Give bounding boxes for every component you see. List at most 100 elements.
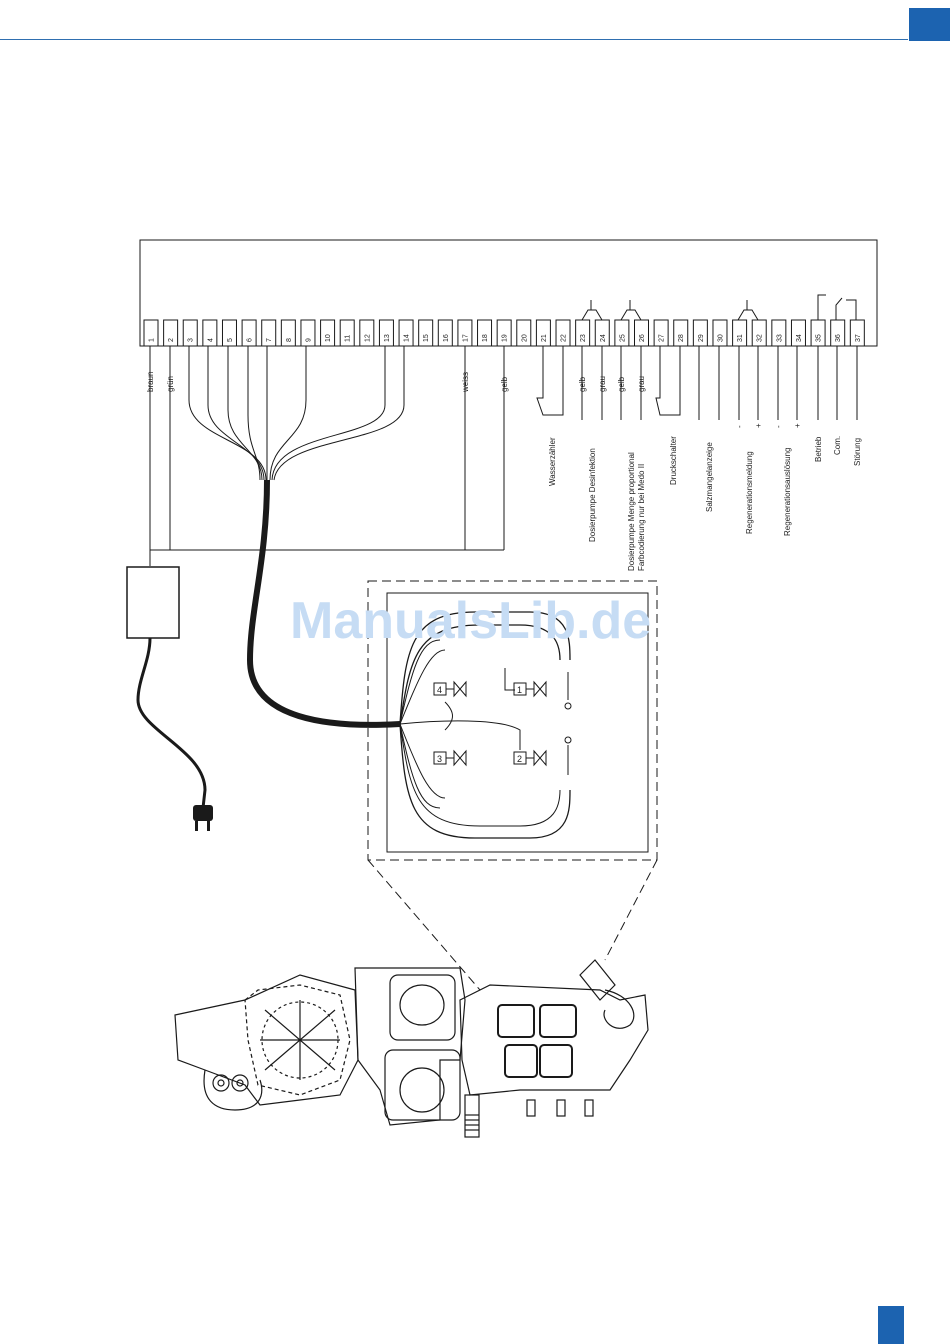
label-betrieb: Betrieb [814, 436, 823, 462]
label-salzmangelanzeige: Salzmangelanzeige [705, 442, 714, 512]
wire-label-weiss: weiss [461, 372, 470, 393]
terminal-box-11 [339, 319, 355, 347]
terminal-number-27: 27 [659, 334, 666, 342]
terminal-number-14: 14 [404, 334, 411, 342]
terminal-box-9 [300, 319, 316, 347]
relay-symbol-35-37 [817, 294, 857, 320]
terminal-number-21: 21 [541, 334, 548, 342]
valve-number-3: 3 [437, 754, 442, 764]
terminal-number-29: 29 [698, 334, 705, 342]
terminal-box-34 [790, 319, 806, 347]
polarity-32: + [754, 423, 763, 428]
control-valve-device [174, 959, 649, 1138]
terminal-box-20 [516, 319, 532, 347]
label-regenerationsmeldung: Regenerationsmeldung [745, 451, 754, 534]
polarity-marks: - + - + [735, 423, 802, 428]
terminal-number-31: 31 [737, 334, 744, 342]
terminal-box-18 [477, 319, 493, 347]
terminal-number-35: 35 [816, 334, 823, 342]
relay-symbol-31-32 [737, 300, 759, 321]
label-farbcodierung: Farbcodierung nur bei Medo II [637, 464, 646, 571]
terminal-number-33: 33 [776, 334, 783, 342]
valve-1 [513, 680, 547, 698]
label-dosierpumpe-desinfektion: Dosierpumpe Desinfektion [588, 448, 597, 542]
polarity-31: - [735, 425, 744, 428]
terminal-box-15 [418, 319, 434, 347]
terminal-number-19: 19 [502, 334, 509, 342]
terminal-number-3: 3 [188, 338, 195, 342]
valve-detail-panel [386, 592, 649, 853]
terminal-box-5 [221, 319, 237, 347]
terminal-number-16: 16 [443, 334, 450, 342]
terminal-box-27 [653, 319, 669, 347]
terminal-number-34: 34 [796, 334, 803, 342]
label-com: Com. [833, 436, 842, 455]
terminal-number-20: 20 [521, 334, 528, 342]
terminal-box-8 [280, 319, 296, 347]
terminal-box-13 [378, 319, 394, 347]
terminal-number-18: 18 [482, 334, 489, 342]
terminal-strip [143, 319, 865, 347]
terminal-number-12: 12 [364, 334, 371, 342]
terminal-box-36 [830, 319, 846, 347]
terminal-number-4: 4 [207, 338, 214, 342]
wire-label-gelb-19: gelb [500, 376, 509, 392]
terminal-number-37: 37 [855, 334, 862, 342]
terminal-box-1 [143, 319, 159, 347]
terminal-box-3 [182, 319, 198, 347]
wire-label-gelb-23: gelb [578, 376, 587, 392]
terminal-number-8: 8 [286, 338, 293, 342]
contact-symbol-23-24 [581, 300, 603, 321]
terminal-box-29 [692, 319, 708, 347]
valve-number-1: 1 [517, 685, 522, 695]
terminal-number-36: 36 [835, 334, 842, 342]
terminal-box-23 [575, 319, 591, 347]
terminal-number-10: 10 [325, 334, 332, 342]
valve-number-4: 4 [437, 685, 442, 695]
terminal-number-28: 28 [678, 334, 685, 342]
terminal-number-9: 9 [305, 338, 312, 342]
terminal-number-1: 1 [149, 338, 156, 342]
terminal-box-6 [241, 319, 257, 347]
valve-2 [513, 749, 547, 767]
terminal-number-7: 7 [266, 338, 273, 342]
contact-symbol-25-26 [620, 300, 642, 321]
terminal-number-17: 17 [462, 334, 469, 342]
wire-label-gelb-25: gelb [617, 376, 626, 392]
polarity-34: + [793, 423, 802, 428]
terminal-box-25 [614, 319, 630, 347]
label-regenerationsausloesung: Regenerationsauslösung [783, 447, 792, 536]
terminal-box-14 [398, 319, 414, 347]
terminal-number-23: 23 [580, 334, 587, 342]
valve-3 [433, 749, 467, 767]
valve-number-2: 2 [517, 754, 522, 764]
wire-color-labels: braun grün weiss gelb gelb grau gelb gra… [146, 372, 646, 393]
label-stoerung: Störung [853, 438, 862, 466]
main-cable [246, 479, 401, 728]
valve-4 [433, 680, 467, 698]
terminal-number-2: 2 [168, 338, 175, 342]
wire-label-gruen: grün [166, 376, 175, 392]
label-druckschalter: Druckschalter [669, 436, 678, 485]
terminal-number-32: 32 [757, 334, 764, 342]
terminal-number-26: 26 [639, 334, 646, 342]
terminal-number-25: 25 [619, 334, 626, 342]
terminal-box-32 [751, 319, 767, 347]
terminal-number-15: 15 [423, 334, 430, 342]
transformer-box [126, 566, 180, 639]
label-wasserzaehler: Wasserzähler [548, 437, 557, 486]
terminal-box-12 [359, 319, 375, 347]
footer-tab [878, 1306, 904, 1344]
zoom-frame [367, 580, 658, 861]
terminal-number-22: 22 [561, 334, 568, 342]
terminal-box-10 [320, 319, 336, 347]
header-rule [0, 39, 908, 40]
terminal-number-5: 5 [227, 338, 234, 342]
wire-label-braun: braun [146, 372, 155, 392]
terminal-box-28 [673, 319, 689, 347]
watermark: ManualsLib.de [290, 592, 651, 650]
polarity-33: - [774, 425, 783, 428]
terminal-number-30: 30 [717, 334, 724, 342]
label-dosierpumpe-menge: Dosierpumpe Menge proportional [627, 452, 636, 571]
